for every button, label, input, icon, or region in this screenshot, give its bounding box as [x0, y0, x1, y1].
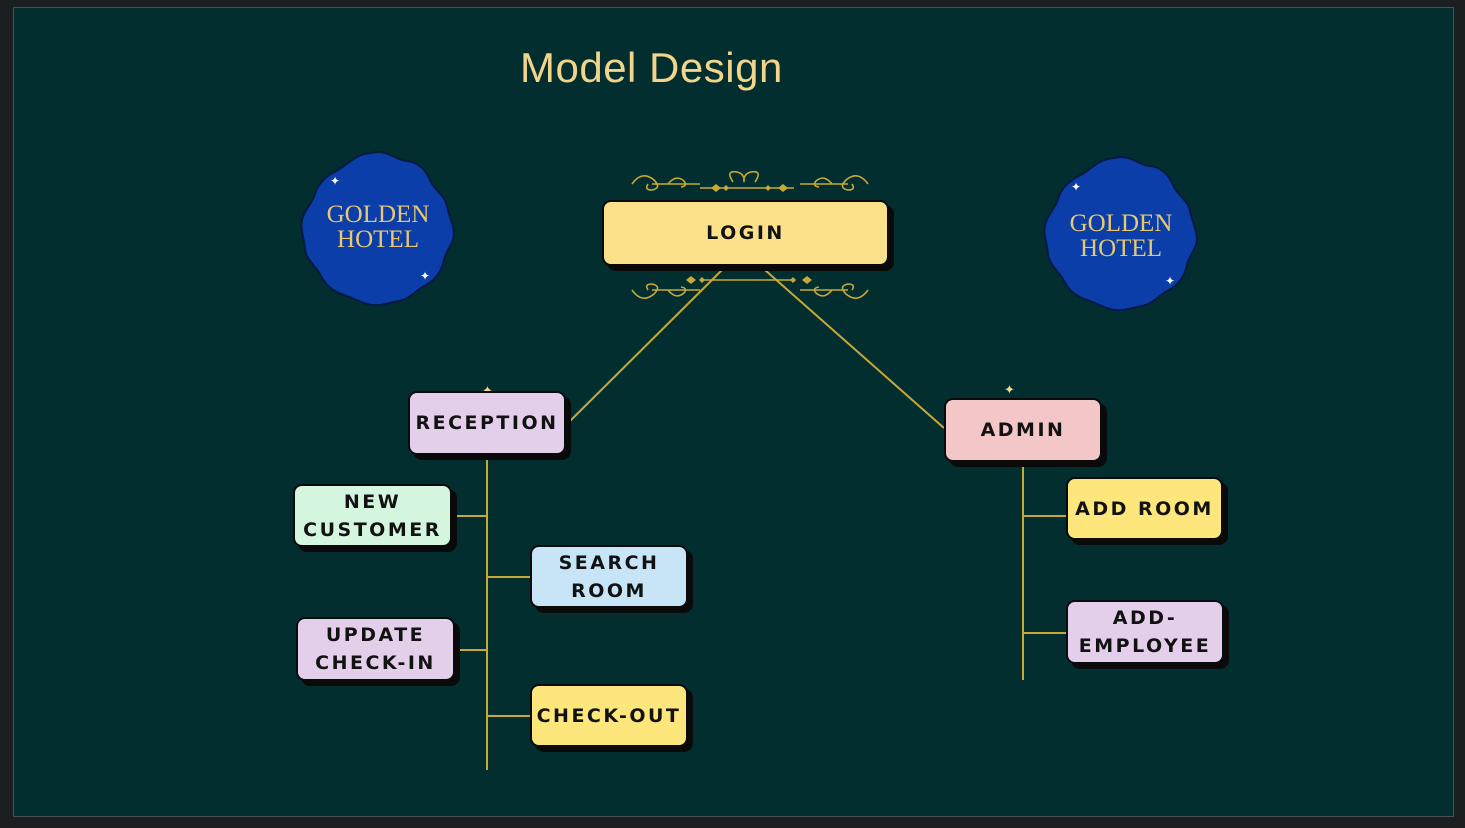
golden-hotel-badge-left: GOLDEN HOTEL ✦ ✦: [300, 150, 456, 307]
reception-node[interactable]: RECEPTION: [408, 391, 566, 455]
badge-left-line1: GOLDEN: [327, 201, 430, 228]
sparkle-icon: ✦: [420, 269, 430, 283]
sparkle-icon: ✦: [1071, 180, 1081, 194]
badge-left-line2: HOTEL: [337, 226, 419, 253]
badge-right-line2: HOTEL: [1080, 235, 1162, 262]
add-room-node[interactable]: ADD ROOM: [1066, 477, 1223, 540]
sparkle-icon: ✦: [330, 174, 340, 188]
new-customer-node[interactable]: NEW CUSTOMER: [293, 484, 452, 547]
sparkle-icon: ✦: [1165, 274, 1175, 288]
slide: [13, 7, 1454, 817]
connector-login-admin: [764, 269, 945, 429]
page-title: Model Design: [520, 44, 783, 91]
login-node[interactable]: LOGIN: [602, 200, 889, 266]
top-ornament: [631, 170, 869, 191]
check-out-node[interactable]: CHECK-OUT: [530, 684, 688, 747]
sparkle-icon: ✦: [1004, 383, 1015, 398]
badge-right-line1: GOLDEN: [1070, 210, 1173, 237]
top-ornament-diamonds: [711, 184, 788, 192]
bottom-ornament: [631, 279, 869, 299]
golden-hotel-badge-right: GOLDEN HOTEL ✦ ✦: [1043, 155, 1199, 312]
admin-node[interactable]: ADMIN: [944, 398, 1102, 462]
bottom-ornament-diamonds: [686, 276, 812, 284]
add-employee-node[interactable]: ADD- EMPLOYEE: [1066, 600, 1224, 664]
search-room-node[interactable]: SEARCH ROOM: [530, 545, 688, 608]
update-checkin-node[interactable]: UPDATE CHECK-IN: [296, 617, 455, 681]
connector-login-reception: [567, 269, 723, 424]
